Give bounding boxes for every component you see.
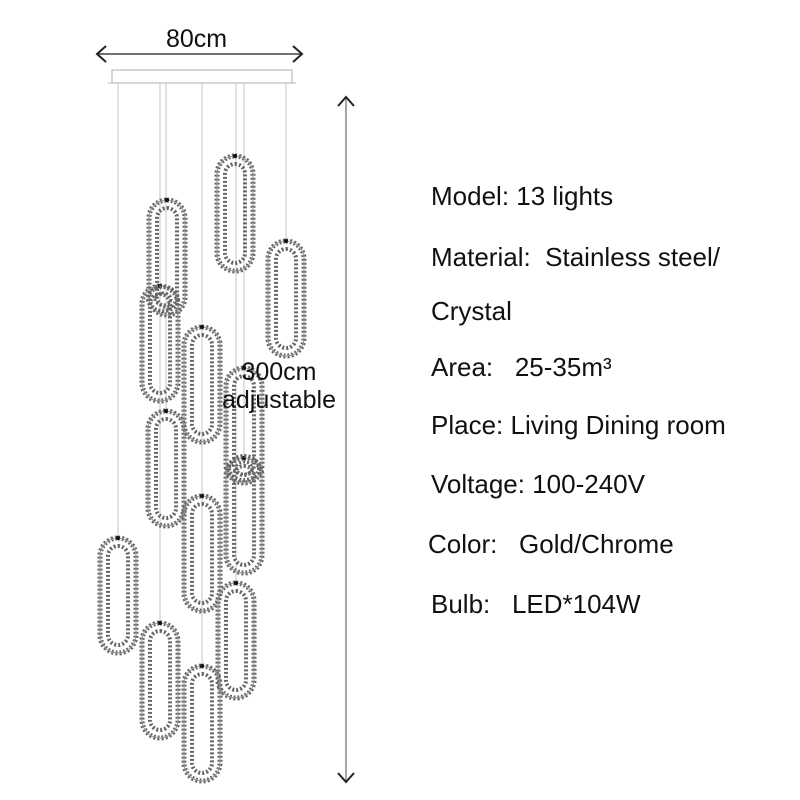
- spec-bulb: Bulb: LED*104W: [431, 591, 641, 617]
- spec-material-cont: Crystal: [431, 298, 512, 324]
- spec-value: 13 lights: [516, 181, 614, 211]
- spec-label: Area:: [431, 352, 494, 382]
- height-arrow: [337, 95, 355, 784]
- spec-value: 100-240V: [532, 469, 645, 499]
- height-note: adjustable: [222, 386, 336, 414]
- spec-area: Area: 25-35m³: [431, 354, 612, 380]
- spec-value: Living Dining room: [510, 410, 726, 440]
- ceiling-canopy: [108, 69, 296, 84]
- height-dimension-label: 300cm adjustable: [222, 356, 336, 416]
- spec-label: Material:: [431, 242, 531, 272]
- spec-model: Model: 13 lights: [431, 183, 613, 209]
- spec-value: 25-35m³: [514, 352, 612, 382]
- spec-value: LED*104W: [511, 589, 641, 619]
- spec-value: Crystal: [431, 296, 512, 326]
- spec-material: Material: Stainless steel/: [431, 244, 720, 270]
- spec-label: Place:: [431, 410, 504, 440]
- spec-value: Gold/Chrome: [519, 529, 674, 559]
- height-value: 300cm: [241, 358, 317, 386]
- spec-value: Stainless steel/: [545, 242, 721, 272]
- spec-place: Place: Living Dining room: [431, 412, 726, 438]
- spec-voltage: Voltage: 100-240V: [431, 471, 645, 497]
- spec-label: Color:: [428, 529, 498, 559]
- width-arrow: [95, 45, 304, 63]
- spec-label: Bulb:: [431, 589, 491, 619]
- spec-label: Voltage:: [431, 469, 525, 499]
- spec-label: Model:: [431, 181, 510, 211]
- width-dimension-label: 80cm: [166, 25, 228, 53]
- spec-color: Color: Gold/Chrome: [428, 531, 674, 557]
